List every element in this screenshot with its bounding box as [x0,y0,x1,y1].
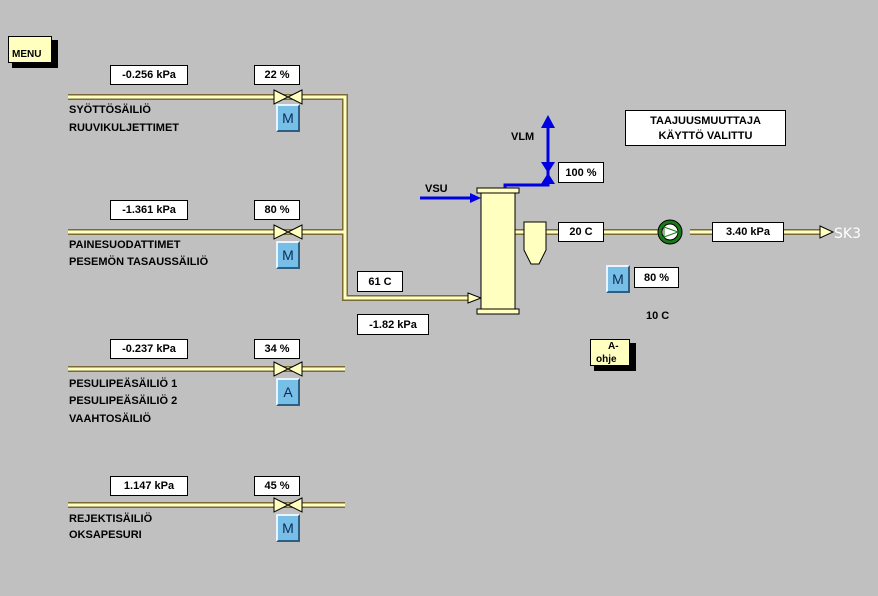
branch-2-mode-button[interactable]: M [276,241,300,269]
branch-3-valve-position: 34 % [254,339,300,359]
branch-2-valve-position: 80 % [254,200,300,220]
branch-valve-1[interactable] [273,89,303,105]
branch-valve-3[interactable] [273,361,303,377]
inverter-status-box: TAAJUUSMUUTTAJA KÄYTTÖ VALITTU [625,110,786,146]
branch-4-pressure: 1.147 kPa [110,476,188,496]
vlm-valve-position: 100 % [558,162,604,183]
branch-valve-2[interactable] [273,224,303,240]
outlet-temperature: 20 C [558,222,604,242]
branch-2-pressure: -1.361 kPa [110,200,188,220]
header-flow-arrow [467,292,483,304]
pipe-network [68,94,822,508]
branch-2-label-2: PESEMÖN TASAUSSÄILIÖ [69,256,209,268]
menu-button-label: MENU [12,49,42,60]
destination-label: SK3 [834,226,861,242]
branch-1-mode-button[interactable]: M [276,104,300,132]
vlm-line [503,115,555,188]
branch-3-label-3: VAAHTOSÄILIÖ [69,413,152,425]
aohje-label-line1: A- [608,341,619,352]
branch-3-pressure: -0.237 kPa [110,339,188,359]
aohje-label-line2: ohje [596,354,617,365]
branch-4-valve-position: 45 % [254,476,300,496]
branch-3-mode-button[interactable]: A [276,378,300,406]
branch-1-pressure: -0.256 kPa [110,65,188,85]
pump-mode-button[interactable]: M [606,265,630,293]
menu-button[interactable]: MENU [8,36,58,68]
branch-2-label-1: PAINESUODATTIMET [69,239,181,251]
branch-1-label-2: RUUVIKULJETTIMET [69,122,179,134]
branch-1-label-1: SYÖTTÖSÄILIÖ [69,104,151,116]
header-temperature: 61 C [357,271,403,292]
inverter-status-line1: TAAJUUSMUUTTAJA [650,115,761,127]
vlm-valve[interactable] [541,162,555,184]
branch-valve-4[interactable] [273,497,303,513]
aohje-button[interactable]: A- ohje [590,339,636,371]
vlm-label: VLM [511,131,535,143]
branch-4-mode-button[interactable]: M [276,514,300,542]
heat-exchanger [476,187,520,315]
outlet-flow-arrow [819,225,835,239]
vsu-line [420,193,481,203]
separator-vessel [523,221,547,265]
pump-speed: 80 % [634,267,679,288]
branch-4-label-2: OKSAPESURI [69,529,142,541]
branch-4-label-1: REJEKTISÄILIÖ [69,513,153,525]
pump-temperature: 10 C [646,310,670,322]
branch-3-label-1: PESULIPEÄSÄILIÖ 1 [69,378,178,390]
pump-icon[interactable] [657,219,683,245]
outlet-pressure: 3.40 kPa [712,222,784,242]
vsu-label: VSU [425,183,448,195]
branch-1-valve-position: 22 % [254,65,300,85]
branch-3-label-2: PESULIPEÄSÄILIÖ 2 [69,395,178,407]
header-pressure: -1.82 kPa [357,314,429,335]
inverter-status-line2: KÄYTTÖ VALITTU [658,130,753,142]
